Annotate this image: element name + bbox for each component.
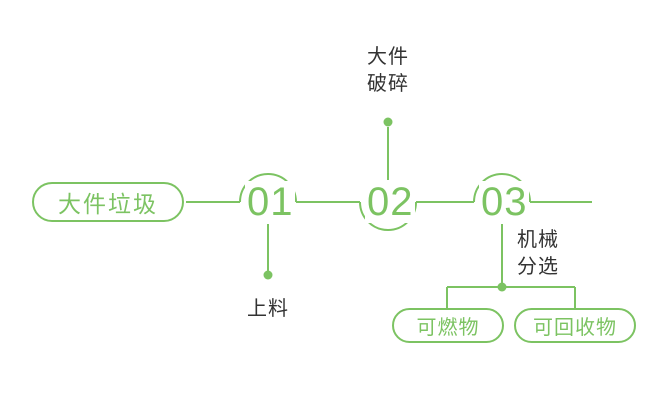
output-recyclable-label: 可回收物 xyxy=(533,317,617,339)
output-recyclable: 可回收物 xyxy=(514,308,636,343)
step-02-label: 大件 破碎 xyxy=(367,44,409,98)
step-01-label-line: 上料 xyxy=(247,298,289,320)
source-node: 大件垃圾 xyxy=(32,182,184,222)
step-02-number: 02 xyxy=(365,180,415,224)
step-03-label-line-2: 分选 xyxy=(517,256,559,278)
output-combustible: 可燃物 xyxy=(392,308,504,343)
dot-step03 xyxy=(497,282,507,292)
source-node-label: 大件垃圾 xyxy=(58,191,158,217)
step-01-number: 01 xyxy=(245,180,295,224)
step-03-label-line-1: 机械 xyxy=(517,229,559,251)
dot-step01 xyxy=(263,270,273,280)
step-02-label-line-1: 大件 xyxy=(367,46,409,68)
step-03-number: 03 xyxy=(479,180,529,224)
step-01-label: 上料 xyxy=(247,296,289,323)
step-02-label-line-2: 破碎 xyxy=(367,73,409,95)
step-03-label: 机械 分选 xyxy=(517,227,559,281)
output-combustible-label: 可燃物 xyxy=(416,317,480,339)
dot-step02 xyxy=(383,117,393,127)
